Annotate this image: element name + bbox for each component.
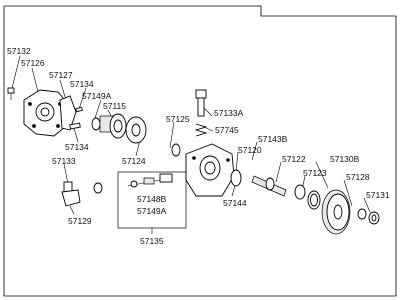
part-57122-seal [294,184,306,200]
label-57143b: 57143B [258,134,288,144]
part-57127-gasket [59,95,77,131]
label-57120: 57120 [238,145,262,155]
label-57130b: 57130B [330,154,360,164]
label-57126: 57126 [21,58,45,68]
part-57128-washer [357,208,367,220]
label-57122: 57122 [282,154,306,164]
label-57131: 57131 [366,190,390,200]
label-57134-lower: 57134 [65,142,89,152]
part-57115-cartridge [99,113,147,144]
part-57745-spring [194,123,208,137]
part-57132-bolt [7,87,15,100]
part-57133a-valve [195,89,207,117]
label-57125: 57125 [166,114,190,124]
diagram-frame [3,5,397,297]
label-57123: 57123 [303,168,327,178]
label-57128: 57128 [346,172,370,182]
part-57120-bushing [230,169,242,187]
label-57745: 57745 [215,125,239,135]
label-57124: 57124 [122,156,146,166]
label-57149a-box: 57149A [137,206,167,216]
part-57133-connector [61,181,103,207]
part-57135-valve-kit-box [117,171,187,229]
label-57132: 57132 [7,46,31,56]
part-57123-snap-ring [307,190,321,210]
part-57134-pins [69,106,83,130]
label-57135: 57135 [140,236,164,246]
label-57129: 57129 [68,216,92,226]
label-57133: 57133 [52,156,76,166]
part-57143b-shaft [251,175,287,197]
part-labels: 57132 57126 57127 57134 57149A 57115 571… [7,46,390,246]
part-57130b-pulley [321,189,351,235]
label-57115: 57115 [103,101,126,111]
label-57134-upper: 57134 [70,79,94,89]
part-57131-nut [368,211,380,225]
label-57127: 57127 [49,70,73,80]
leader-lines [10,55,371,234]
part-57124-body [185,143,235,197]
part-57125-o-ring [171,143,181,157]
label-57149a-top: 57149A [82,91,112,101]
label-57133a: 57133A [214,108,244,118]
label-57148b: 57148B [137,194,167,204]
part-57149a-ring [91,117,101,131]
label-57144: 57144 [223,198,247,208]
